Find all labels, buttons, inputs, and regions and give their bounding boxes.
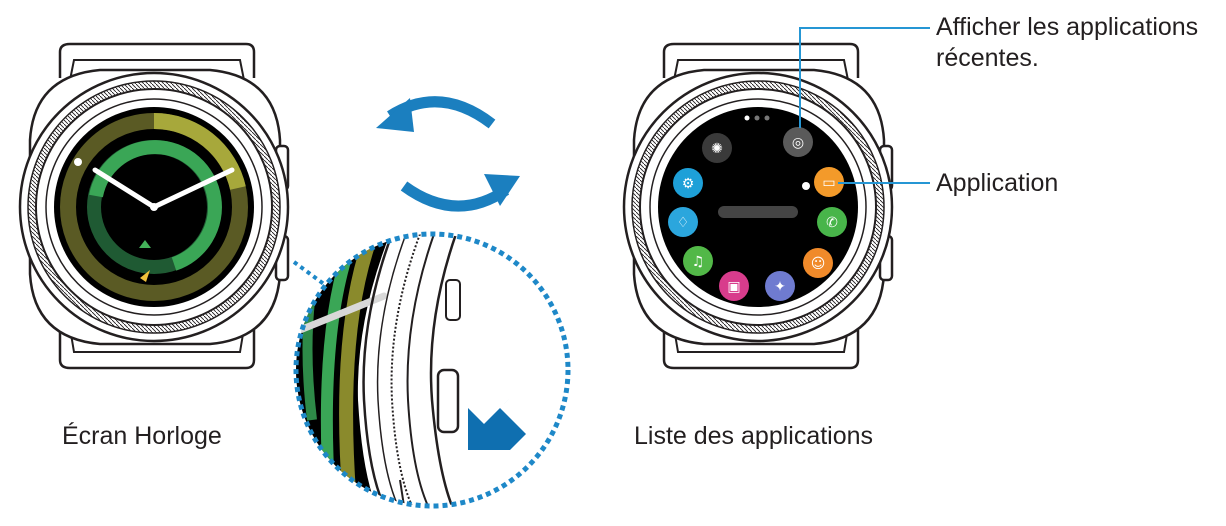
svg-text:▣: ▣ (727, 279, 740, 295)
messages-icon[interactable]: ▭ (814, 167, 844, 197)
right-watch (622, 42, 894, 370)
music-icon[interactable]: ♫ (683, 246, 713, 276)
svg-text:✦: ✦ (774, 279, 786, 295)
callout-lines (799, 27, 930, 184)
svg-text:♢: ♢ (677, 215, 690, 231)
callout-recent-apps: Afficher les applications récentes. (936, 12, 1226, 75)
samsung-health-icon[interactable]: ✦ (765, 271, 795, 301)
svg-text:◎: ◎ (792, 135, 804, 151)
callout-recent-apps-line2: récentes. (936, 44, 1039, 73)
left-watch (18, 42, 290, 370)
contacts-icon[interactable]: ☺ (803, 248, 833, 278)
app-icon-ring: ✺ ◎ ⚙ ▭ ♢ ✆ ♫ ☺ ▣ ✦ (668, 127, 847, 301)
caption-clock-screen: Écran Horloge (62, 422, 222, 450)
phone-icon[interactable]: ✆ (817, 207, 847, 237)
gallery-icon[interactable]: ✺ (702, 133, 732, 163)
svg-text:♫: ♫ (692, 254, 705, 270)
rotation-arrows (376, 96, 520, 212)
settings-icon[interactable]: ⚙ (673, 168, 703, 198)
callout-application: Application (936, 169, 1059, 197)
svg-text:✺: ✺ (711, 141, 723, 157)
svg-text:⚙: ⚙ (682, 176, 695, 192)
store-icon[interactable]: ▣ (719, 271, 749, 301)
recent-apps-icon[interactable]: ◎ (783, 127, 813, 157)
caption-app-list: Liste des applications (634, 422, 874, 450)
alarm-icon[interactable]: ♢ (668, 207, 698, 237)
svg-text:✆: ✆ (826, 215, 838, 231)
svg-text:☺: ☺ (811, 256, 826, 272)
zoom-detail (292, 231, 571, 509)
svg-text:▭: ▭ (822, 175, 835, 191)
callout-recent-apps-line1: Afficher les applications (936, 13, 1199, 41)
